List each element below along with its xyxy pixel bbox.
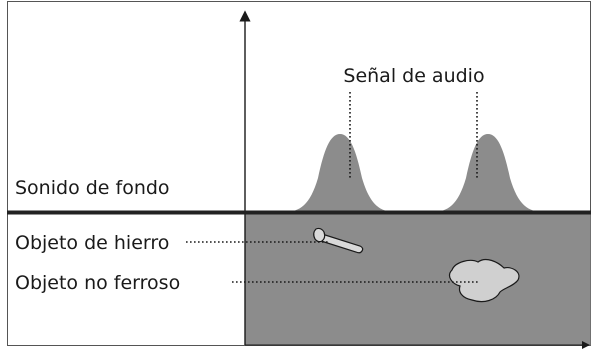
nonferrous-object-label: Objeto no ferroso bbox=[15, 272, 180, 294]
audio-peak-left bbox=[284, 134, 396, 212]
iron-nail-icon bbox=[313, 227, 364, 254]
iron-object-label: Objeto de hierro bbox=[15, 232, 169, 254]
audio-signal-label: Señal de audio bbox=[343, 65, 484, 87]
underground-region bbox=[245, 213, 591, 346]
audio-peak-right bbox=[432, 134, 544, 212]
horizontal-axis-arrowhead bbox=[582, 341, 590, 349]
background-sound-label: Sonido de fondo bbox=[15, 177, 170, 199]
nonferrous-blob-icon bbox=[448, 258, 520, 303]
